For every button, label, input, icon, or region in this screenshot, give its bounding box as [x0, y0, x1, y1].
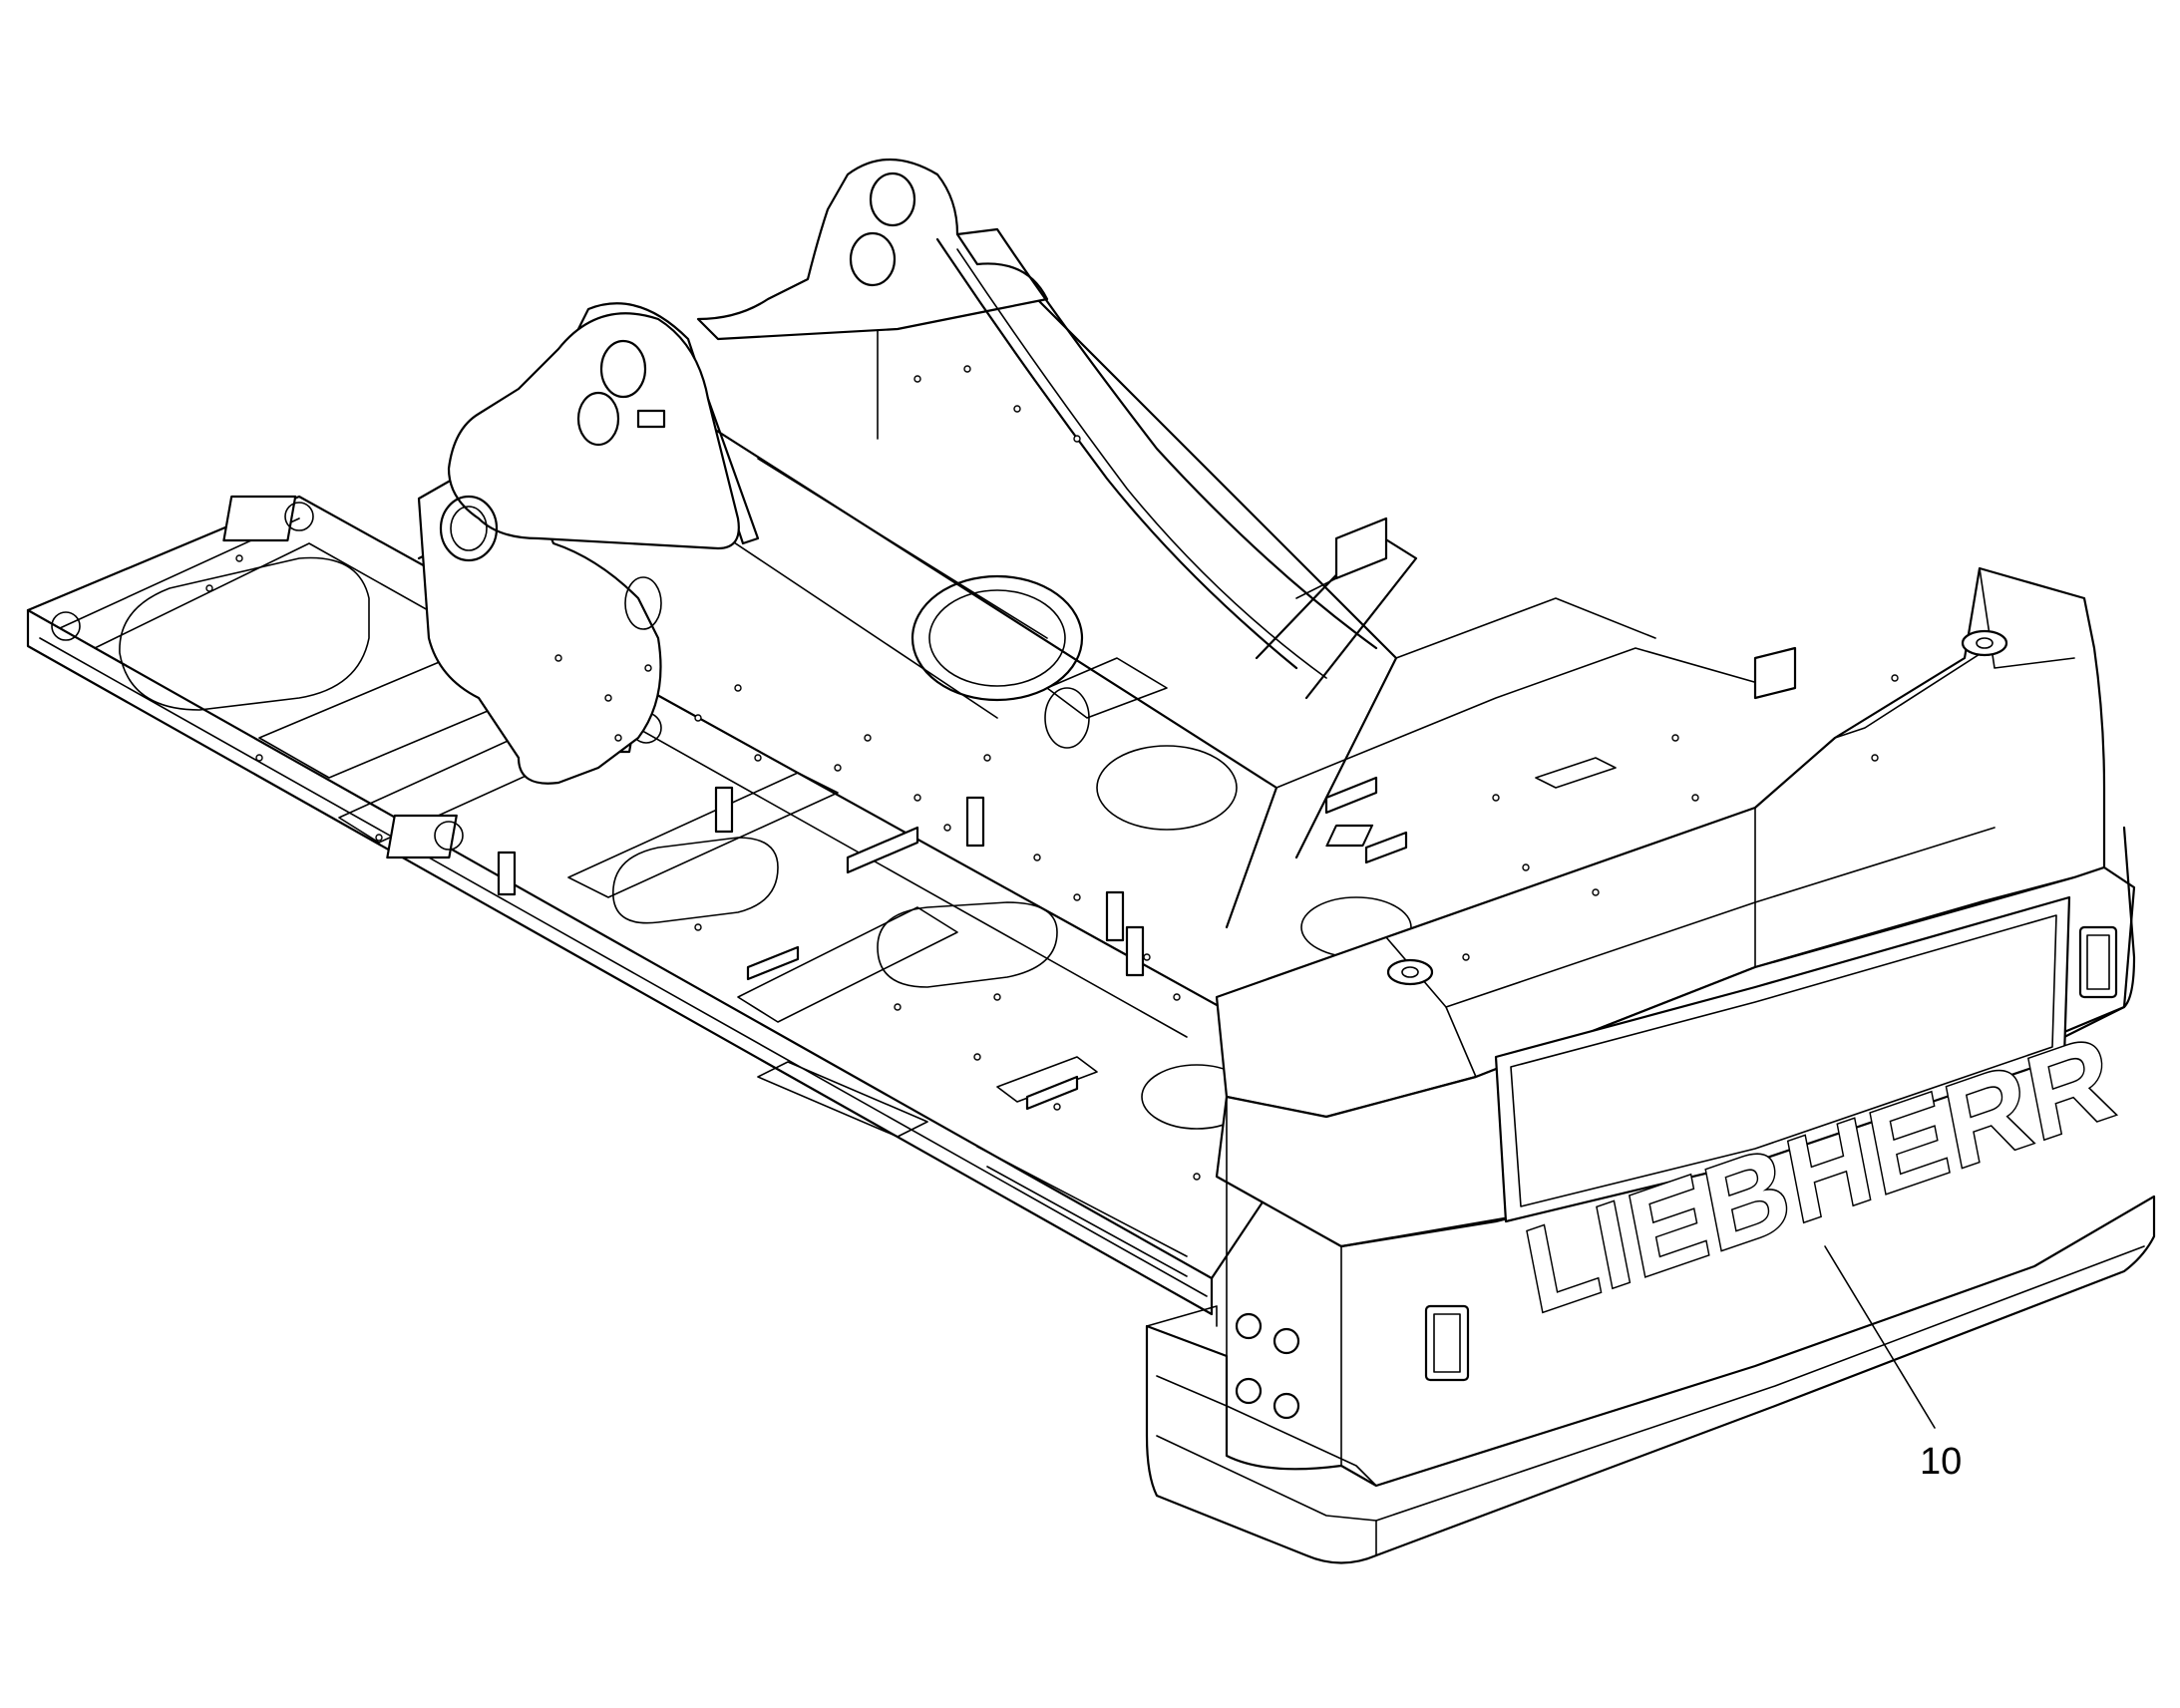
left-deck-rail [26, 495, 1348, 1316]
counterweight: LIEBHERR [1145, 566, 2156, 1564]
callout-label: 10 [1920, 1441, 1962, 1483]
bolt-holes [205, 365, 1899, 1181]
right-boom-bracket [696, 159, 1378, 679]
left-boom-bracket [417, 302, 760, 785]
rear-arm [1295, 516, 1797, 789]
callout-10: 10 [1824, 1245, 1962, 1483]
